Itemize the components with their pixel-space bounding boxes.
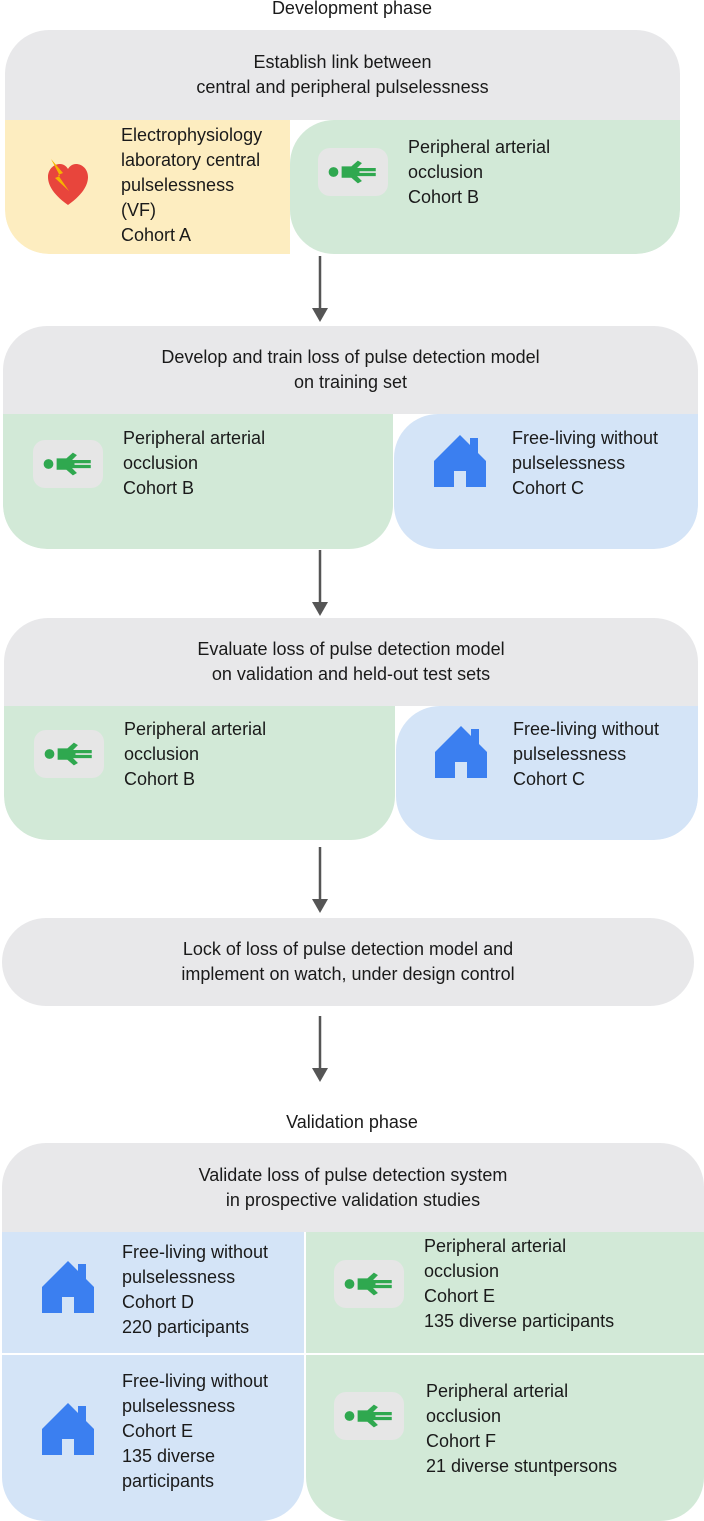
block-title-line: Develop and train loss of pulse detectio… xyxy=(161,347,540,367)
cohort-d-text: pulselessness xyxy=(122,1266,236,1287)
cohort-b-text: occlusion xyxy=(408,161,484,182)
block-title: Develop and train loss of pulse detectio… xyxy=(3,326,698,414)
arrow-down-icon xyxy=(312,847,328,913)
person-icon xyxy=(318,148,388,196)
cohort-c-text: Cohort C xyxy=(513,768,586,789)
cohort-c-text: pulselessness xyxy=(513,743,627,764)
cohort-b-cell: Peripheral arterial occlusion Cohort B xyxy=(4,706,395,840)
cohort-a-text: (VF) xyxy=(121,200,156,220)
block-title-line: Establish link between xyxy=(253,52,432,72)
block-title-line: implement on watch, under design control xyxy=(181,964,515,984)
cohort-c-text: Cohort C xyxy=(512,478,585,498)
cohort-b-text: Cohort B xyxy=(408,186,480,207)
development-phase-label: Development phase xyxy=(271,0,433,18)
cohort-c-text: pulselessness xyxy=(512,453,626,473)
block-title-line: Lock of loss of pulse detection model an… xyxy=(182,939,514,959)
cohort-a-text: Electrophysiology xyxy=(121,125,263,145)
block-evaluate: Evaluate loss of pulse detection model o… xyxy=(4,618,698,840)
block-title: Establish link between central and perip… xyxy=(5,30,680,120)
cohort-e-text: participants xyxy=(122,1470,215,1491)
cohort-d-text: 220 participants xyxy=(122,1316,250,1337)
cohort-e-free-living-cell: Free-living without pulselessness Cohort… xyxy=(2,1355,304,1521)
cohort-e-text: 135 diverse xyxy=(122,1445,216,1466)
arrow-down-icon xyxy=(312,550,328,616)
cohort-a-text: Cohort A xyxy=(121,225,192,245)
cohort-a-cell: Electrophysiology laboratory central pul… xyxy=(5,120,290,254)
cohort-e-text: Peripheral arterial xyxy=(424,1235,567,1256)
house-icon xyxy=(40,1401,96,1462)
person-icon xyxy=(33,439,103,488)
cohort-e-text: Cohort E xyxy=(122,1420,194,1441)
house-icon xyxy=(432,433,488,494)
block-title-line: on training set xyxy=(293,372,408,392)
cohort-e-text: occlusion xyxy=(424,1260,500,1281)
cohort-b-text: Cohort B xyxy=(123,478,195,498)
person-icon xyxy=(334,1392,404,1440)
cohort-e-text: pulselessness xyxy=(122,1395,236,1416)
cohort-e-text: 135 diverse participants xyxy=(424,1310,615,1331)
block-title-line: Evaluate loss of pulse detection model xyxy=(197,639,505,659)
cohort-b-text: Peripheral arterial xyxy=(124,718,267,739)
cohort-e-peripheral-cell: Peripheral arterial occlusion Cohort E 1… xyxy=(306,1232,704,1353)
cohort-c-text: Free-living without xyxy=(513,718,660,739)
person-icon xyxy=(334,1259,404,1308)
cohort-f-cell: Peripheral arterial occlusion Cohort F 2… xyxy=(306,1355,704,1521)
house-icon xyxy=(433,724,489,785)
block-validate: Validate loss of pulse detection system … xyxy=(2,1143,704,1521)
house-icon xyxy=(40,1259,96,1320)
validation-phase-label: Validation phase xyxy=(286,1112,418,1132)
block-develop-train: Develop and train loss of pulse detectio… xyxy=(3,326,698,549)
cohort-c-cell: Free-living without pulselessness Cohort… xyxy=(394,414,698,549)
cohort-b-cell: Peripheral arterial occlusion Cohort B xyxy=(290,120,680,254)
cohort-b-text: Peripheral arterial xyxy=(123,428,266,448)
block-title: Evaluate loss of pulse detection model o… xyxy=(4,618,698,706)
cohort-d-text: Free-living without xyxy=(122,1241,269,1262)
cohort-f-text: occlusion xyxy=(426,1406,502,1426)
cohort-e-text: Free-living without xyxy=(122,1370,269,1391)
cohort-f-text: 21 diverse stuntpersons xyxy=(426,1456,618,1476)
block-lock-model: Lock of loss of pulse detection model an… xyxy=(2,918,694,1006)
cohort-b-cell: Peripheral arterial occlusion Cohort B xyxy=(3,414,393,549)
cohort-b-text: occlusion xyxy=(123,453,199,473)
cohort-b-text: Cohort B xyxy=(124,768,196,789)
cohort-d-cell: Free-living without pulselessness Cohort… xyxy=(2,1232,304,1353)
block-title-line: central and peripheral pulselessness xyxy=(196,77,489,97)
cohort-b-text: Peripheral arterial xyxy=(408,136,551,157)
block-title-line: on validation and held-out test sets xyxy=(211,664,491,684)
cohort-e-text: Cohort E xyxy=(424,1285,496,1306)
block-title-line: Validate loss of pulse detection system xyxy=(198,1164,508,1185)
cohort-b-text: occlusion xyxy=(124,743,200,764)
block-title-line: in prospective validation studies xyxy=(225,1189,481,1210)
cohort-f-text: Cohort F xyxy=(426,1431,497,1451)
cohort-c-cell: Free-living without pulselessness Cohort… xyxy=(396,706,698,840)
cohort-d-text: Cohort D xyxy=(122,1291,195,1312)
arrow-down-icon xyxy=(312,1016,328,1082)
cohort-a-text: laboratory central xyxy=(121,150,261,170)
cohort-f-text: Peripheral arterial xyxy=(426,1381,569,1401)
block-title: Validate loss of pulse detection system … xyxy=(2,1143,704,1232)
heart-lightning-icon xyxy=(47,158,89,216)
person-icon xyxy=(34,730,104,778)
arrow-down-icon xyxy=(312,256,328,322)
cohort-a-text: pulselessness xyxy=(121,175,235,195)
block-establish-link: Establish link between central and perip… xyxy=(5,30,680,254)
cohort-c-text: Free-living without xyxy=(512,428,659,448)
